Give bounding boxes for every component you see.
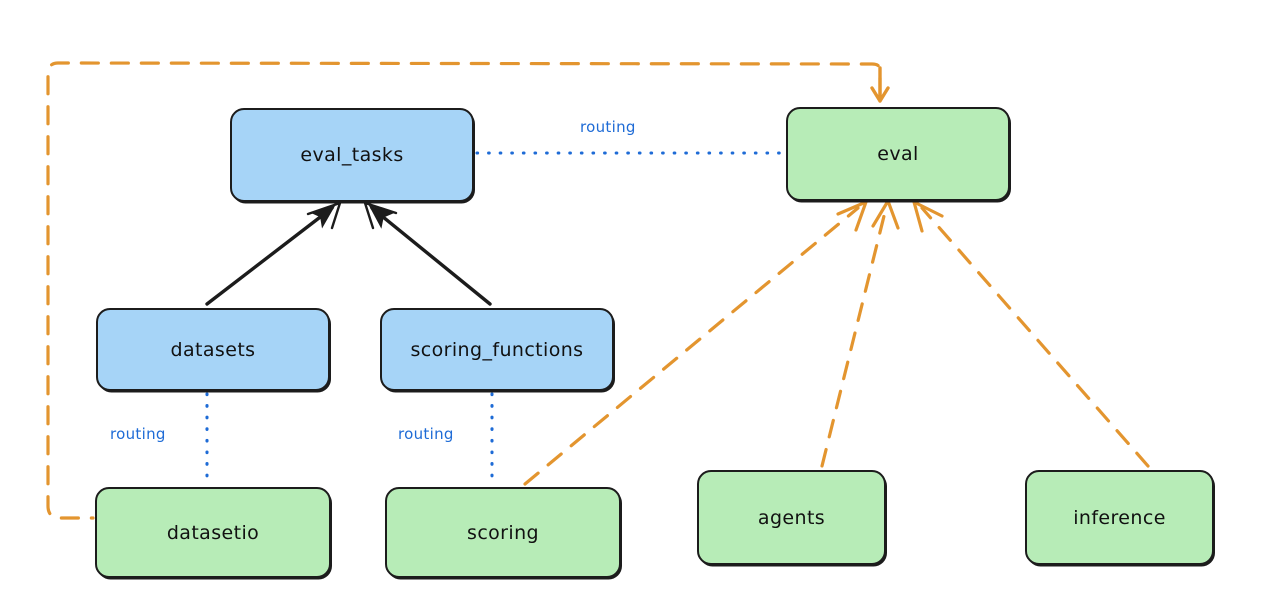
node-eval-tasks[interactable]: eval_tasks bbox=[230, 108, 474, 202]
node-datasets[interactable]: datasets bbox=[96, 308, 330, 391]
node-label: eval_tasks bbox=[300, 144, 404, 166]
node-label: agents bbox=[757, 506, 826, 529]
edge-label-routing-datasets: routing bbox=[110, 425, 166, 443]
edge-scoring-to-eval bbox=[523, 200, 868, 486]
node-inference[interactable]: inference bbox=[1025, 470, 1214, 565]
node-label: inference bbox=[1073, 506, 1166, 529]
edge-label-routing-eval: routing bbox=[580, 118, 636, 136]
edge-inference-to-eval bbox=[912, 200, 1150, 468]
node-eval[interactable]: eval bbox=[786, 107, 1010, 201]
node-label: datasetio bbox=[166, 521, 260, 544]
node-label: eval bbox=[877, 143, 919, 165]
node-datasetio[interactable]: datasetio bbox=[95, 487, 331, 578]
node-label: datasets bbox=[170, 338, 256, 361]
edge-agents-to-eval bbox=[820, 199, 900, 468]
edge-label-routing-scoring: routing bbox=[398, 425, 454, 443]
edge-eval-to-datasetio-loop bbox=[46, 61, 890, 520]
node-scoring-functions[interactable]: scoring_functions bbox=[380, 308, 614, 391]
node-scoring[interactable]: scoring bbox=[385, 487, 621, 578]
edge-datasets-to-eval-tasks bbox=[205, 201, 342, 306]
node-agents[interactable]: agents bbox=[697, 470, 886, 565]
node-label: scoring_functions bbox=[410, 338, 584, 361]
node-label: scoring bbox=[467, 521, 539, 544]
edge-scoring-functions-to-eval-tasks bbox=[363, 201, 492, 306]
